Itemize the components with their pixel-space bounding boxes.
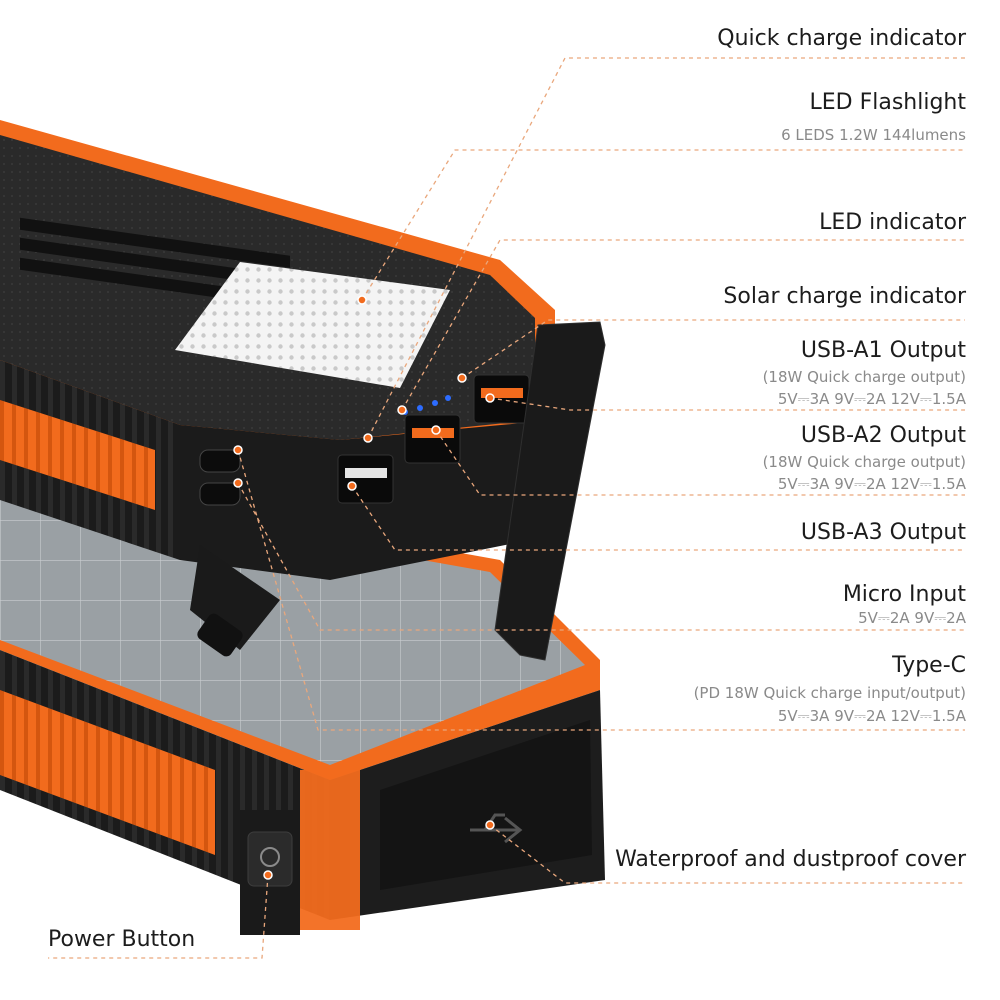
callout-markers xyxy=(233,295,495,880)
label-quick-charge-indicator: Quick charge indicator xyxy=(717,26,966,51)
label-usb-a2-specs: 5V⎓3A 9V⎓2A 12V⎓1.5A xyxy=(777,475,966,493)
label-solar-charge-indicator: Solar charge indicator xyxy=(723,284,966,309)
label-usb-a1-specs: 5V⎓3A 9V⎓2A 12V⎓1.5A xyxy=(777,390,966,408)
label-micro-input: Micro Input xyxy=(842,582,966,607)
label-type-c-note: (PD 18W Quick charge input/output) xyxy=(693,684,966,702)
label-led-flashlight-spec: 6 LEDS 1.2W 144lumens xyxy=(781,126,966,144)
label-type-c: Type-C xyxy=(892,653,966,678)
label-power-button: Power Button xyxy=(48,927,196,952)
label-usb-a3: USB-A3 Output xyxy=(800,520,966,545)
label-usb-a2-note: (18W Quick charge output) xyxy=(762,453,966,471)
power-icon xyxy=(260,847,280,867)
label-waterproof-cover: Waterproof and dustproof cover xyxy=(615,847,966,872)
label-type-c-specs: 5V⎓3A 9V⎓2A 12V⎓1.5A xyxy=(777,707,966,725)
led-flashlight-panel xyxy=(175,262,450,388)
upper-unit xyxy=(0,120,606,661)
label-micro-input-specs: 5V⎓2A 9V⎓2A xyxy=(858,609,966,627)
label-usb-a1: USB-A1 Output xyxy=(800,338,966,363)
label-usb-a2: USB-A2 Output xyxy=(800,423,966,448)
label-usb-a1-note: (18W Quick charge output) xyxy=(762,368,966,386)
label-led-flashlight: LED Flashlight xyxy=(809,90,966,115)
callout-leader-lines xyxy=(48,57,965,959)
label-led-indicator: LED indicator xyxy=(819,210,966,235)
